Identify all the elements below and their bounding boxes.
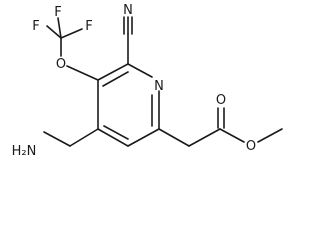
atom-f-right: F — [85, 19, 92, 34]
atom-nh2: H₂N — [12, 144, 37, 159]
bond-o-ch3 — [257, 128, 283, 143]
atom-f-top: F — [54, 5, 61, 20]
bond-ring-c6-c5 — [127, 128, 160, 147]
bond-ring-c3-c2 — [97, 63, 129, 81]
structure-drawing: F F F O N N O O H₂N — [12, 3, 283, 159]
molecule-diagram: F F F O N N O O H₂N — [12, 3, 283, 159]
bond-c-f2 — [57, 17, 62, 39]
bond-ch2-c-carbonyl — [188, 128, 221, 147]
atom-o-ester: O — [246, 139, 256, 154]
bond-o-ring — [66, 65, 99, 81]
bond-ring-c5-c4 — [97, 128, 129, 147]
bond-ring-c2-n — [127, 63, 153, 78]
bond-ch2-n — [43, 131, 71, 147]
bond-c6-ch2 — [158, 128, 190, 147]
bond-c4-ch2 — [69, 128, 99, 147]
atom-n-ring: N — [154, 79, 164, 94]
atom-o-ether: O — [56, 57, 66, 72]
atom-f-left: F — [32, 19, 39, 34]
bond-ring-c5-c4-inner — [103, 125, 129, 140]
bond-c-o-ester — [219, 128, 245, 143]
atom-o-carbonyl: O — [216, 93, 226, 108]
bond-c-f1 — [46, 25, 62, 39]
bond-ring-c3-c2-inner — [102, 71, 129, 87]
atom-n-nitrile: N — [123, 3, 133, 18]
bond-c-f3 — [60, 28, 83, 39]
